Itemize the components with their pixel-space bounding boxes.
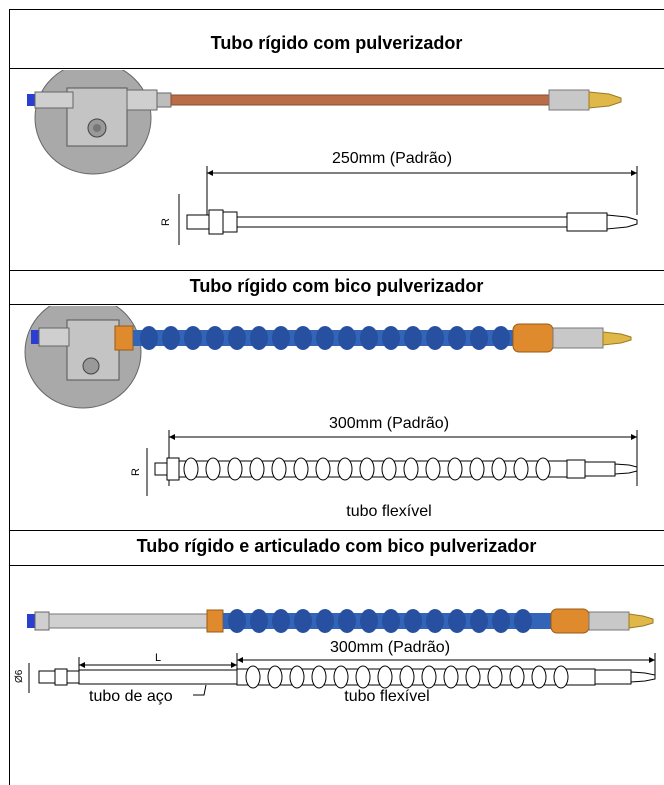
hose-label: tubo flexível — [346, 503, 431, 520]
inlet-fitting — [27, 614, 35, 628]
r-label: R — [160, 218, 172, 226]
row-divider — [9, 68, 664, 69]
orange-connector — [550, 608, 590, 634]
inlet-fitting — [31, 330, 39, 344]
copper-pipe — [170, 94, 550, 106]
steel-tube — [48, 613, 208, 629]
section-title-rigid-spray: Tubo rígido com pulverizador — [210, 33, 463, 53]
steel-tube-label: tubo de aço — [89, 688, 173, 705]
section-title-rigid-nozzle: Tubo rígido com bico pulverizador — [189, 276, 484, 296]
nozzle-holder — [588, 611, 630, 631]
dimension-label: 300mm (Padrão) — [329, 415, 449, 432]
orange-connector — [512, 323, 554, 353]
orange-connector — [114, 325, 134, 351]
bolt-icon — [82, 357, 100, 375]
brass-nozzle — [628, 613, 654, 629]
orange-connector — [206, 609, 224, 633]
rigid-spray-drawing: 250mm (Padrão) R — [27, 70, 638, 245]
nozzle-holder — [548, 89, 590, 111]
diameter-label: Ø6 — [14, 669, 25, 683]
row-divider — [9, 304, 664, 305]
section-title-articulated: Tubo rígido e articulado com bico pulver… — [136, 536, 537, 556]
dimension-label: 250mm (Padrão) — [332, 150, 452, 167]
rigid-nozzle-drawing: 300mm (Padrão) R tubo flexível — [24, 306, 638, 520]
row-divider — [9, 270, 664, 271]
dimension-label: 300mm (Padrão) — [330, 639, 450, 656]
brass-nozzle — [588, 91, 622, 109]
table-frame — [9, 9, 664, 785]
hose-label: tubo flexível — [344, 688, 429, 705]
flexible-hose — [223, 609, 551, 633]
steel-tube-outline — [78, 669, 238, 685]
row-divider — [9, 565, 664, 566]
l-label: L — [155, 652, 161, 664]
flexible-hose — [133, 326, 513, 350]
pipe-fitting — [126, 89, 158, 111]
row-divider — [9, 530, 664, 531]
nozzle-holder — [552, 327, 604, 349]
r-label: R — [130, 468, 142, 476]
brass-nozzle — [602, 331, 632, 346]
articulated-drawing: 300mm (Padrão) L Ø6 tubo de aço tubo fle… — [14, 608, 656, 705]
inlet-fitting — [27, 94, 35, 106]
